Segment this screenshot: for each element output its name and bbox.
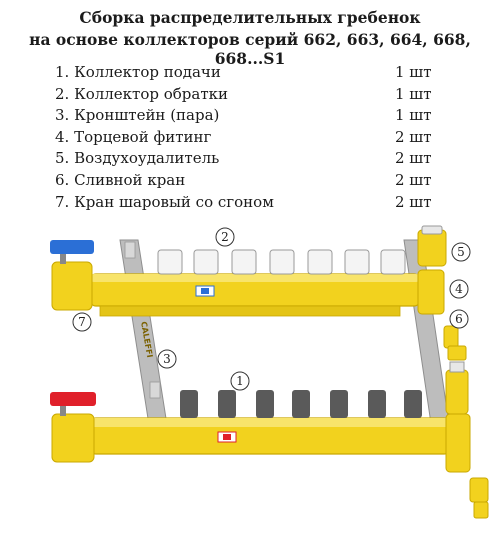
callout-label: 7 (78, 315, 86, 329)
blue-valve-handle (50, 240, 94, 254)
part-name: 7. Кран шаровый со сгоном (55, 192, 274, 211)
part-name: 3. Кронштейн (пара) (55, 106, 220, 125)
air-vent-top (417, 229, 447, 267)
callout-1: 1 (230, 371, 250, 391)
end-fitting-bottom (445, 361, 489, 519)
drain-valve-bottom (469, 477, 489, 503)
callout-label: 3 (163, 352, 171, 366)
ball-valve-bottom (50, 392, 96, 463)
callout-label: 1 (236, 374, 244, 388)
title-line-1: Сборка распределительных гребенок (79, 8, 421, 27)
callout-label: 4 (455, 282, 463, 296)
part-qty: 1 шт (395, 84, 432, 103)
part-qty: 2 шт (395, 149, 432, 168)
callout-3: 3 (157, 349, 177, 369)
parts-list-item: 5. Воздухоудалитель 2 шт (55, 148, 455, 170)
callout-4: 4 (449, 279, 469, 299)
title-line-2: на основе коллекторов серий 662, 663, 66… (29, 30, 471, 68)
callout-6: 6 (449, 309, 469, 329)
callout-2: 2 (215, 227, 235, 247)
end-fitting-top (417, 225, 467, 361)
parts-list-item: 3. Кронштейн (пара) 1 шт (55, 105, 455, 127)
part-name: 2. Коллектор обратки (55, 84, 229, 103)
supply-manifold (89, 390, 451, 455)
parts-list-item: 6. Сливной кран 2 шт (55, 170, 455, 192)
manifold-assembly-diagram: CALEFFI (50, 225, 489, 519)
part-name: 1. Коллектор подачи (55, 63, 221, 81)
parts-list-item: 1. Коллектор подачи 1 шт (55, 62, 455, 84)
parts-list: 1. Коллектор подачи 1 шт 2. Коллектор об… (55, 62, 455, 213)
callout-label: 5 (457, 245, 465, 259)
part-qty: 2 шт (395, 192, 432, 211)
part-name: 5. Воздухоудалитель (55, 149, 220, 168)
drain-valve-top (443, 325, 459, 349)
air-vent-bottom (445, 369, 469, 415)
return-port-caps (157, 249, 406, 275)
parts-list-item: 2. Коллектор обратки 1 шт (55, 84, 455, 106)
parts-list-item: 7. Кран шаровый со сгоном 2 шт (55, 192, 455, 214)
part-name: 4. Торцевой фитинг (55, 127, 212, 146)
callout-5: 5 (451, 242, 471, 262)
parts-list-item: 4. Торцевой фитинг 2 шт (55, 127, 455, 149)
callout-label: 6 (455, 312, 463, 326)
callout-7: 7 (72, 312, 92, 332)
part-qty: 1 шт (395, 106, 432, 125)
part-qty: 2 шт (395, 127, 432, 146)
part-name: 6. Сливной кран (55, 170, 186, 189)
part-qty: 1 шт (395, 63, 432, 81)
ball-valve-top (50, 240, 94, 311)
part-qty: 2 шт (395, 170, 432, 189)
red-valve-handle (50, 392, 96, 406)
return-manifold (89, 249, 421, 317)
callout-label: 2 (221, 230, 229, 244)
supply-flow-meters (180, 390, 422, 418)
